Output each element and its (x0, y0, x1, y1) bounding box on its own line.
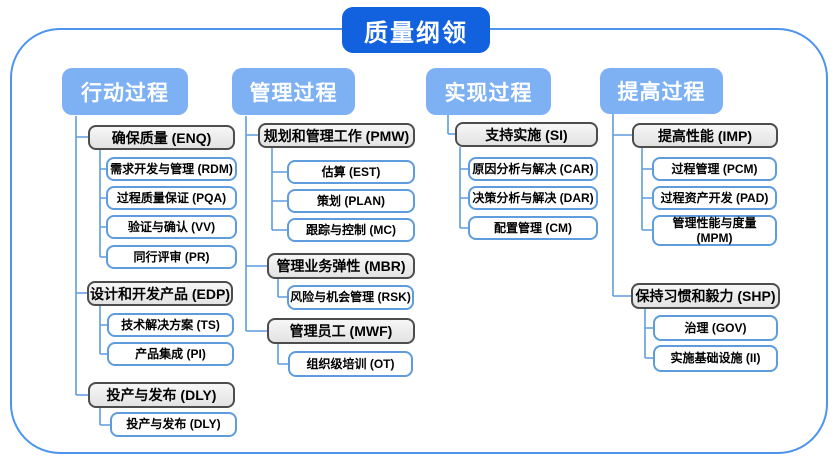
group-node-edp: 设计和开发产品 (EDP) (87, 281, 233, 306)
leaf-node-gov: 治理 (GOV) (653, 315, 778, 341)
leaf-node-pcm: 过程管理 (PCM) (652, 157, 777, 181)
column-header-realization-process: 实现过程 (426, 68, 551, 115)
leaf-node-dly: 投产与发布 (DLY) (110, 412, 237, 437)
leaf-node-ts: 技术解决方案 (TS) (107, 313, 234, 337)
leaf-node-pi: 产品集成 (PI) (107, 342, 234, 366)
group-node-imp: 提高性能 (IMP) (632, 123, 778, 148)
group-node-enq: 确保质量 (ENQ) (88, 125, 235, 150)
column-header-management-process: 管理过程 (232, 68, 355, 115)
leaf-node-cm: 配置管理 (CM) (468, 216, 598, 240)
group-node-mwf: 管理员工 (MWF) (267, 318, 415, 344)
leaf-node-rsk: 风险与机会管理 (RSK) (287, 285, 414, 310)
leaf-node-vv: 验证与确认 (VV) (106, 215, 237, 239)
diagram-title: 质量纲领 (342, 7, 490, 53)
group-node-shp: 保持习惯和毅力 (SHP) (631, 283, 780, 309)
leaf-node-pr: 同行评审 (PR) (106, 245, 237, 269)
leaf-node-mpm: 管理性能与度量 (MPM) (652, 215, 777, 246)
column-header-action-process: 行动过程 (62, 68, 188, 115)
leaf-node-ot: 组织级培训 (OT) (288, 351, 413, 377)
leaf-node-car: 原因分析与解决 (CAR) (468, 157, 598, 181)
column-header-improvement-process: 提高过程 (600, 68, 723, 114)
leaf-node-rdm: 需求开发与管理 (RDM) (106, 157, 237, 181)
leaf-node-pqa: 过程质量保证 (PQA) (106, 186, 237, 210)
group-node-dly: 投产与发布 (DLY) (88, 382, 235, 408)
leaf-node-dar: 决策分析与解决 (DAR) (468, 186, 598, 210)
leaf-node-est: 估算 (EST) (287, 160, 415, 184)
leaf-node-pad: 过程资产开发 (PAD) (652, 186, 777, 210)
group-node-mbr: 管理业务弹性 (MBR) (267, 253, 415, 279)
leaf-node-plan: 策划 (PLAN) (287, 189, 415, 213)
leaf-node-ii: 实施基础设施 (II) (653, 345, 778, 372)
leaf-node-mc: 跟踪与控制 (MC) (287, 218, 415, 242)
group-node-pmw: 规划和管理工作 (PMW) (258, 123, 415, 148)
group-node-si: 支持实施 (SI) (455, 122, 598, 147)
